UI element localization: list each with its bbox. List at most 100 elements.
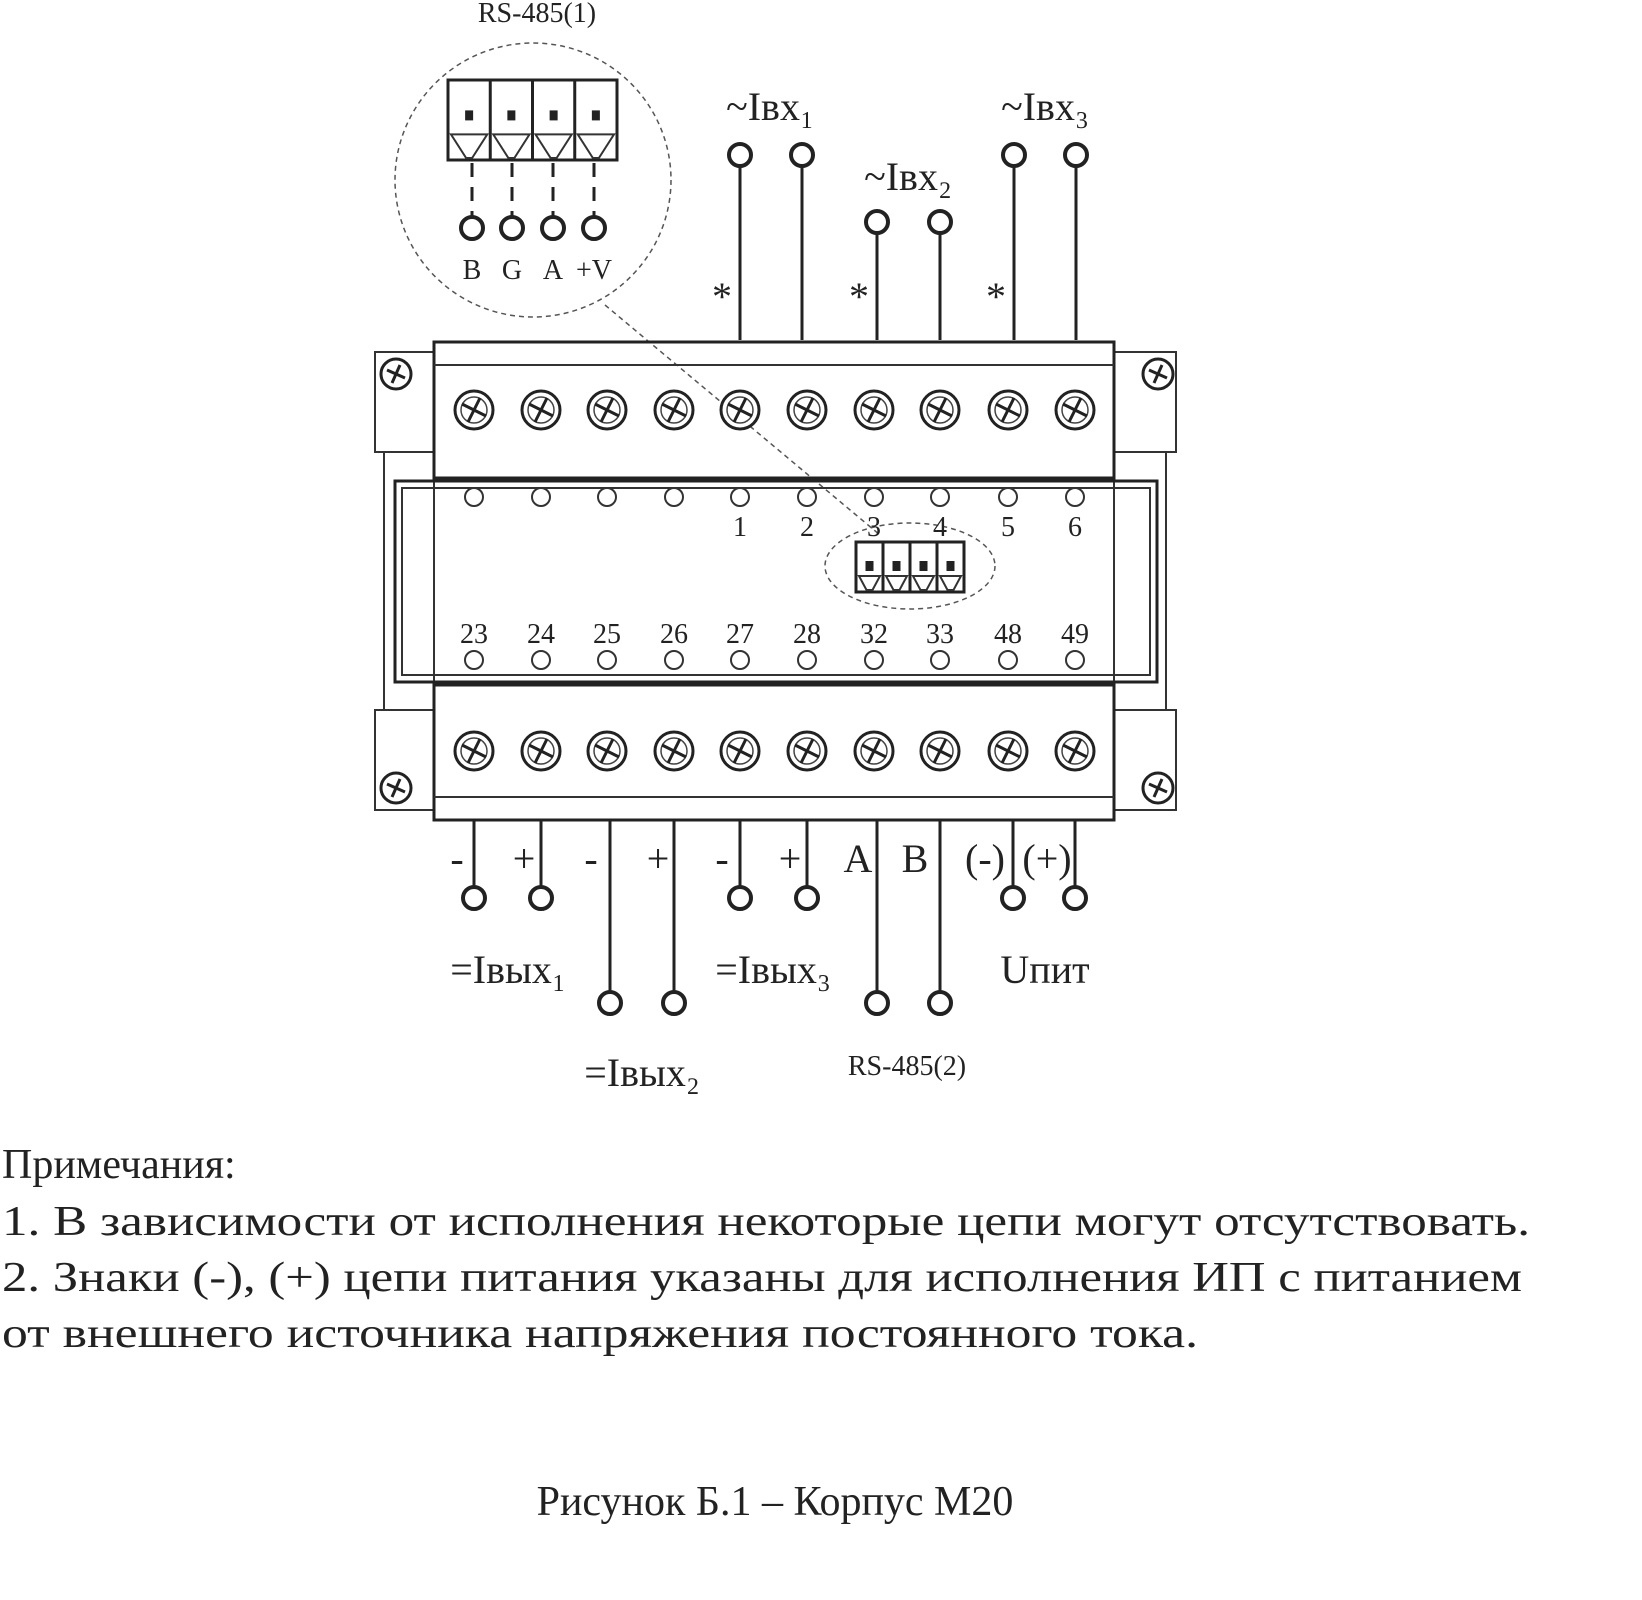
terminal-screw-icon [453, 389, 495, 431]
terminal-screw-icon [786, 730, 828, 772]
mount-screw-icon [379, 357, 413, 391]
mount-screw-icon [1141, 771, 1175, 805]
rs485-terminal-G [499, 215, 525, 241]
rs485-terminal-+V [581, 215, 607, 241]
top-indicator-hole [1065, 487, 1085, 507]
small-connector-pin-screw [919, 561, 928, 571]
note-3: от внешнего источника напряжения постоян… [2, 1311, 1198, 1357]
front-panel-inner [401, 487, 1151, 676]
input-terminal-4 [927, 209, 953, 235]
terminal-screw-icon [987, 730, 1029, 772]
rs485-pin-label: A [543, 255, 564, 286]
input-terminal-2 [789, 142, 815, 168]
polarity-label: - [715, 836, 728, 881]
bottom-indicator-hole [664, 650, 684, 670]
top-indicator-hole [597, 487, 617, 507]
rs485-terminal-B [459, 215, 485, 241]
small-connector-pin-latch [884, 575, 909, 591]
bottom-indicator-hole [597, 650, 617, 670]
rs485-terminal-A [540, 215, 566, 241]
notes-title: Примечания: [2, 1142, 236, 1188]
connector-highlight [824, 522, 996, 610]
small-connector-pin-screw [892, 561, 901, 571]
terminal-screw-icon [520, 389, 562, 431]
terminal-number-top: 3 [867, 512, 881, 543]
bottom-indicator-hole [998, 650, 1018, 670]
input-label-1: ~Iвх₁ [726, 84, 814, 129]
bottom-terminal-block [432, 683, 1116, 822]
rs485-2-label: RS-485(2) [848, 1051, 966, 1082]
polarity-label: - [584, 836, 597, 881]
right-bracket-mid [1113, 451, 1167, 711]
output-labels: =Iвых₁ =Iвых₃ Uпит =Iвых₂ RS-485(2) [450, 947, 1089, 1095]
terminal-screw-icon [1054, 389, 1096, 431]
terminal-number-top: 1 [733, 512, 747, 543]
large-connector-pin-latch [533, 133, 574, 159]
top-indicator-hole [730, 487, 750, 507]
polarity-mark-1: * [712, 274, 732, 319]
output-terminal-8 [927, 990, 953, 1016]
terminal-number-bottom: 33 [926, 619, 954, 650]
polarity-label: + [647, 836, 670, 881]
top-indicator-hole [531, 487, 551, 507]
bottom-indicator-hole [531, 650, 551, 670]
terminal-number-bottom: 27 [726, 619, 754, 650]
terminal-number-bottom: 24 [527, 619, 555, 650]
bottom-indicator-hole [797, 650, 817, 670]
terminal-screw-icon [919, 389, 961, 431]
input-terminal-6 [1063, 142, 1089, 168]
bottom-indicator-hole [930, 650, 950, 670]
bottom-indicator-hole [464, 650, 484, 670]
terminal-number-top: 2 [800, 512, 814, 543]
rs485-pin-label: B [463, 255, 482, 286]
top-indicator-hole [864, 487, 884, 507]
input-label-2: ~Iвх₂ [864, 154, 952, 199]
terminal-screw-icon [520, 730, 562, 772]
terminal-screw-icon [853, 730, 895, 772]
top-indicator-hole [998, 487, 1018, 507]
input-label-3: ~Iвх₃ [1001, 84, 1089, 129]
terminal-number-bottom: 48 [994, 619, 1022, 650]
rs485-pin-label: +V [576, 255, 612, 286]
output-terminal-6 [794, 885, 820, 911]
top-indicator-hole [464, 487, 484, 507]
terminal-number-bottom: 23 [460, 619, 488, 650]
figure-caption: Рисунок Б.1 – Корпус М20 [537, 1479, 1014, 1525]
bottom-indicator-hole [730, 650, 750, 670]
small-connector-pin-latch [911, 575, 936, 591]
left-bracket-mid [383, 451, 435, 711]
input-terminal-5 [1001, 142, 1027, 168]
terminal-screw-icon [719, 730, 761, 772]
mount-screw-icon [379, 771, 413, 805]
output-terminal-4 [661, 990, 687, 1016]
polarity-mark-3: * [986, 274, 1006, 319]
terminal-number-top: 5 [1001, 512, 1015, 543]
polarity-label: + [513, 836, 536, 881]
polarity-label: - [450, 836, 463, 881]
polarity-label: A [844, 836, 873, 881]
terminal-number-bottom: 32 [860, 619, 888, 650]
note-2: 2. Знаки (-), (+) цепи питания указаны д… [2, 1255, 1522, 1301]
terminal-number-bottom: 49 [1061, 619, 1089, 650]
polarity-label: (-) [965, 836, 1005, 881]
input-terminal-1 [727, 142, 753, 168]
small-connector-pin-screw [946, 561, 955, 571]
terminal-screw-icon [586, 730, 628, 772]
rs485-1-label: RS-485(1) [478, 0, 596, 29]
large-connector-pin-latch [491, 133, 532, 159]
small-connector-pin-screw [865, 561, 874, 571]
large-connector-pin-screw [591, 110, 600, 121]
terminal-number-bottom: 25 [593, 619, 621, 650]
output-label-2: =Iвых₂ [584, 1050, 700, 1095]
terminal-number-bottom: 26 [660, 619, 688, 650]
output-terminal-2 [528, 885, 554, 911]
large-connector-pin-latch [449, 133, 490, 159]
power-label: Uпит [1000, 947, 1089, 992]
terminal-screw-icon [719, 389, 761, 431]
top-indicator-hole [664, 487, 684, 507]
terminal-number-top: 6 [1068, 512, 1082, 543]
current-inputs: ~Iвх₁ ~Iвх₂ ~Iвх₃ * * * [712, 84, 1089, 340]
small-connector-pin-latch [857, 575, 882, 591]
